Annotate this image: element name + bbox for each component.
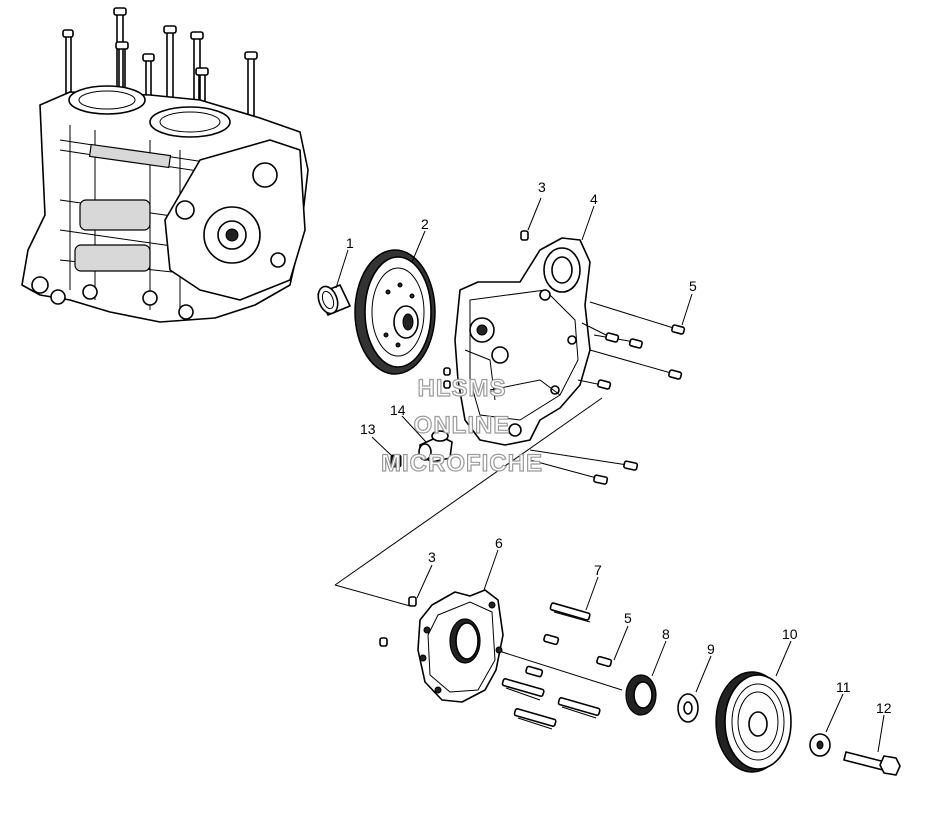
cover-bolts bbox=[501, 602, 613, 730]
callout-6: 6 bbox=[495, 535, 503, 551]
part-12-bolt bbox=[843, 751, 901, 776]
callout-7: 7 bbox=[594, 562, 602, 578]
part-6-cover-plate bbox=[417, 589, 504, 703]
callout-10: 10 bbox=[782, 626, 798, 642]
callout-leader-lines bbox=[335, 197, 885, 753]
callout-11: 11 bbox=[836, 679, 851, 695]
assembly-guide-lines bbox=[334, 397, 623, 691]
callout-12: 12 bbox=[876, 700, 892, 716]
small-dowels-housing bbox=[443, 367, 451, 389]
part-13-plug bbox=[390, 454, 402, 468]
callout-5-top: 5 bbox=[689, 278, 697, 294]
watermark: HLSMS ONLINE MICROFICHE bbox=[380, 374, 543, 477]
part-9-washer bbox=[677, 693, 699, 723]
part-11-washer bbox=[809, 733, 831, 757]
watermark-line-1: HLSMS bbox=[418, 375, 507, 402]
part-3-dowel-pin-top bbox=[520, 230, 529, 241]
part-8-seal bbox=[625, 674, 657, 716]
part-2-ring-gear bbox=[354, 249, 436, 375]
watermark-line-3: MICROFICHE bbox=[381, 450, 543, 477]
callout-3-top: 3 bbox=[538, 179, 546, 195]
callout-13: 13 bbox=[360, 421, 376, 437]
callout-1: 1 bbox=[346, 235, 354, 251]
callout-9: 9 bbox=[707, 641, 715, 657]
housing-bolts bbox=[529, 301, 686, 485]
part-10-pulley bbox=[715, 671, 792, 773]
callout-5-bottom: 5 bbox=[624, 610, 632, 626]
part-14-elbow-fitting bbox=[418, 430, 453, 463]
callout-14: 14 bbox=[390, 402, 406, 418]
engine-crankcase-block bbox=[21, 7, 309, 323]
callout-4: 4 bbox=[590, 191, 598, 207]
callout-8: 8 bbox=[662, 626, 670, 642]
callout-2: 2 bbox=[421, 216, 429, 232]
part-1-bushing bbox=[317, 284, 351, 316]
part-3-dowel-pins-bottom bbox=[379, 596, 417, 647]
callout-3-bottom: 3 bbox=[428, 549, 436, 565]
part-4-housing bbox=[454, 237, 591, 446]
watermark-line-2: ONLINE bbox=[414, 412, 511, 439]
callout-labels: 1 2 3 4 5 13 14 3 6 7 5 8 9 10 11 12 bbox=[346, 179, 892, 716]
